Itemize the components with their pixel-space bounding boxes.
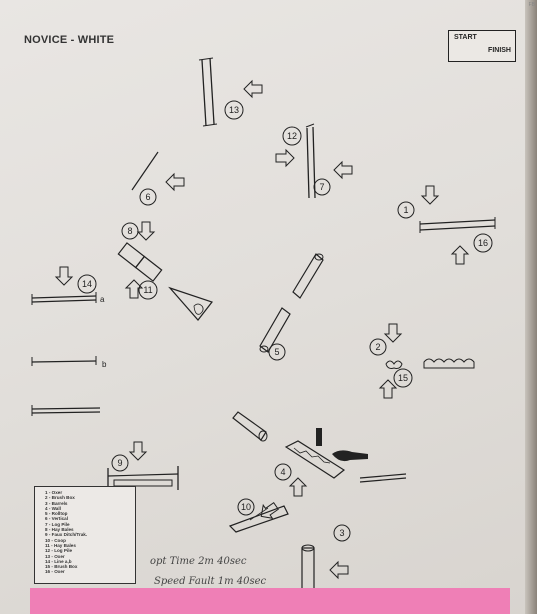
fence-4	[284, 440, 346, 479]
arrow-15	[379, 379, 397, 399]
fence-8-11	[117, 242, 163, 282]
fence-number-10: 10	[241, 502, 251, 512]
page-title: NOVICE - WHITE	[24, 34, 115, 46]
optimum-time-note: opt Time 2m 40sec	[150, 556, 247, 567]
fence-number-14: 14	[82, 279, 92, 289]
arrow-3	[329, 561, 349, 579]
legend-item: 15 - Brush Box	[45, 564, 78, 570]
fence-number-1: 1	[403, 205, 408, 215]
fence-number-11: 11	[143, 285, 152, 295]
fence-number-9: 9	[117, 458, 122, 468]
fence-14a	[31, 292, 97, 305]
start-label: START	[454, 34, 477, 41]
legend-item: 5 - Rolltop	[45, 511, 68, 517]
fence-number-3: 3	[339, 528, 344, 538]
finish-label: FINISH	[488, 47, 511, 54]
legend-item: 12 - Log Pile	[45, 548, 73, 554]
legend-item: 9 - Faux Ditch/Trak.	[45, 532, 88, 538]
arrow-1	[421, 185, 439, 205]
fence-rail-right	[359, 473, 407, 479]
arrow-11	[125, 279, 143, 299]
legend-item: 14 - Line a,b	[45, 558, 72, 564]
pink-tab	[30, 588, 510, 614]
legend-item: 13 - Oxer	[45, 553, 65, 559]
legend-item: 2 - Brush Box	[45, 495, 75, 501]
arrow-9	[129, 441, 147, 461]
legend-item: 6 - Vertical	[45, 516, 68, 522]
fence-rolltop-upper	[292, 253, 324, 299]
dark-mark	[316, 428, 322, 446]
arrow-7	[333, 161, 353, 179]
fence-number-13-circle	[224, 100, 244, 120]
fence-number-8: 8	[127, 226, 132, 236]
fence-5	[259, 307, 291, 353]
fence-letter-a: a	[100, 295, 105, 304]
legend-item: 7 - Log Pile	[45, 521, 70, 527]
speed-fault-note: Speed Fault 1m 40sec	[154, 576, 267, 587]
fence-6	[131, 151, 159, 191]
start-finish-box: START FINISH	[448, 30, 516, 62]
arrow-16	[451, 245, 469, 265]
arrow-8	[137, 221, 155, 241]
fence-number-13: 13	[229, 105, 239, 115]
fence-14b	[31, 356, 97, 366]
legend-item: 16 - Oxer	[45, 569, 65, 575]
fence-13	[198, 57, 218, 127]
fence-barrel	[232, 411, 268, 442]
fence-number-4: 4	[280, 467, 285, 477]
arrow-13	[243, 80, 263, 98]
fence-number-12: 12	[287, 131, 297, 141]
fence-legend: 1 - Oxer 2 - Brush Box 3 - Barrels 4 - W…	[34, 486, 136, 584]
legend-item: 1 - Oxer	[45, 490, 63, 495]
arrow-4	[289, 477, 307, 497]
fence-number-2: 2	[375, 342, 380, 352]
fence-1-16	[419, 217, 496, 233]
legend-item: 4 - Wall	[45, 505, 61, 511]
sheet-edge	[525, 0, 537, 614]
fence-number-7: 7	[319, 182, 324, 192]
fence-letter-b: b	[102, 360, 107, 369]
fence-number-16: 16	[478, 238, 488, 248]
legend-item: 10 - Coop	[45, 537, 66, 543]
legend-item: 8 - Hay Bales	[45, 527, 74, 533]
fence-number-5: 5	[274, 347, 279, 357]
legend-item: 3 - Barrels	[45, 500, 68, 506]
dark-mark-2	[332, 450, 368, 462]
legend-item: 11 - Hay Bales	[45, 542, 76, 548]
arrow-6	[165, 173, 185, 191]
fence-triangle	[168, 286, 213, 321]
fence-10	[228, 505, 289, 533]
fence-14-extra	[31, 405, 101, 416]
fence-number-15: 15	[398, 373, 408, 383]
arrow-12	[275, 149, 295, 167]
fence-brush-row	[423, 358, 475, 369]
arrow-2	[384, 323, 402, 343]
fence-12-7	[305, 123, 316, 199]
arrow-14	[55, 266, 73, 286]
fence-number-6: 6	[145, 192, 150, 202]
fence-2-15	[385, 360, 403, 369]
corner-mark: FB	[528, 2, 535, 8]
